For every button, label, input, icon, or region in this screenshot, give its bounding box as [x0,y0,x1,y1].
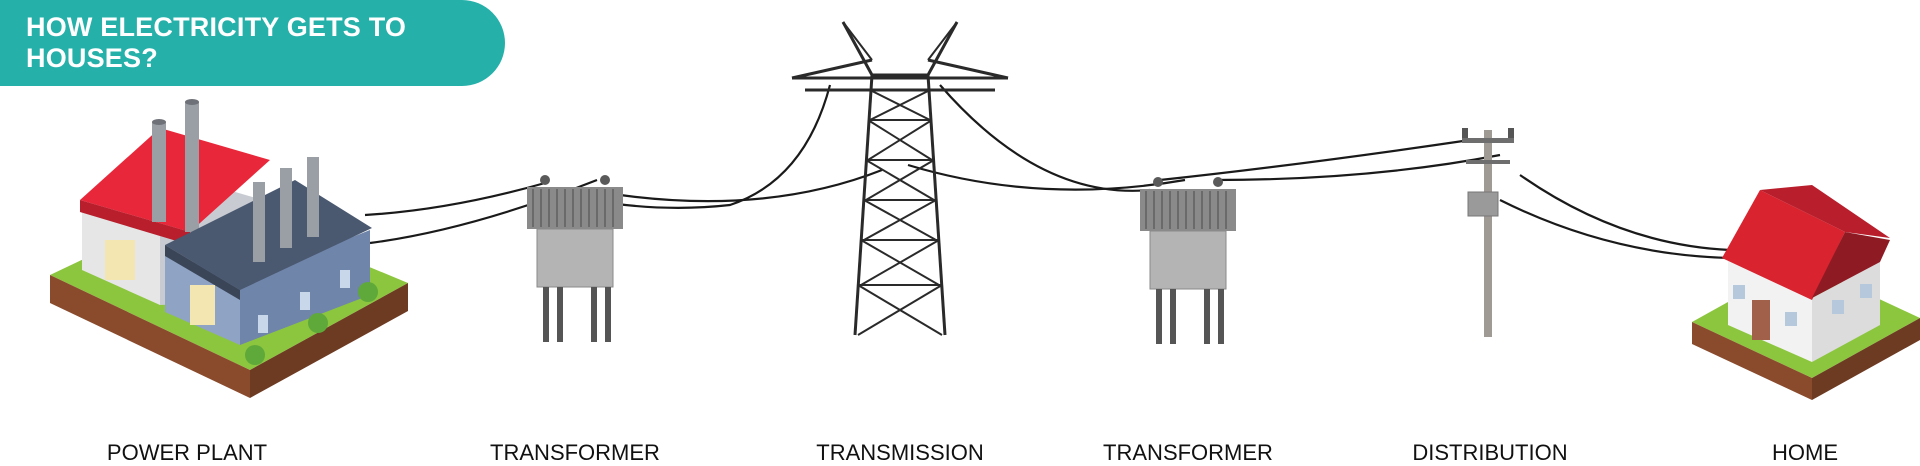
diagram-scene [50,21,1920,400]
transformer-icon [527,175,623,342]
label-transmission: TRANSMISSION [816,440,984,465]
label-transformer-2: TRANSFORMER [1103,440,1273,465]
house-icon [1692,185,1920,400]
label-transformer-1: TRANSFORMER [490,440,660,465]
pylon-icon [791,21,1009,336]
title-banner: HOW ELECTRICITY GETS TO HOUSES? [0,0,505,86]
label-home: HOME [1772,440,1838,465]
factory-icon [50,99,408,398]
label-power-plant: POWER PLANT [106,440,268,465]
transformer-icon [1140,177,1236,344]
label-distribution: DISTRIBUTION [1412,440,1568,465]
page-title: HOW ELECTRICITY GETS TO HOUSES? [26,12,407,73]
utility-pole-icon [1462,128,1514,337]
